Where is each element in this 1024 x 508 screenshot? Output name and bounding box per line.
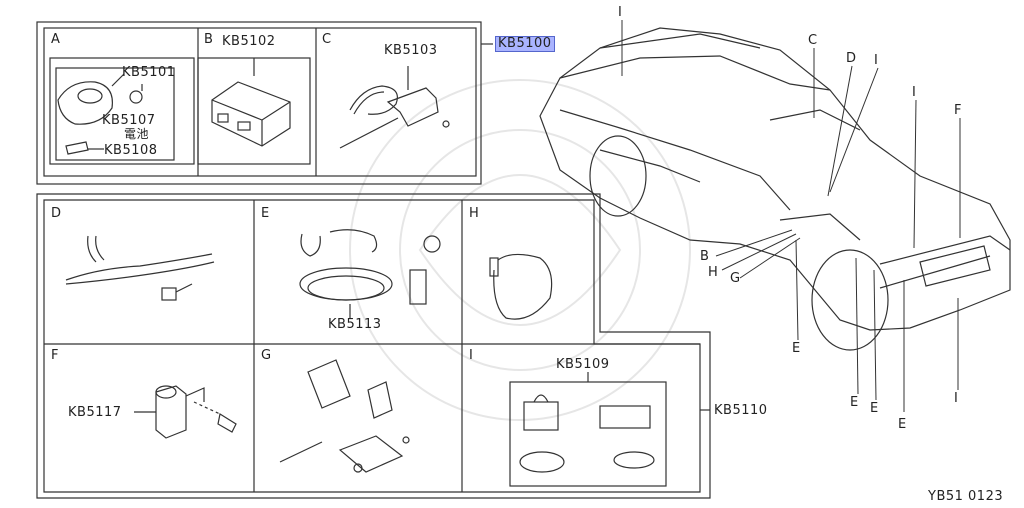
callout-e-3: E — [870, 401, 879, 416]
decal-kit-frame — [509, 381, 667, 487]
cell-g-letter: G — [261, 348, 272, 363]
panel-c-part[interactable]: KB5103 — [384, 43, 438, 58]
callout-leaders — [621, 20, 961, 412]
callout-i-front: I — [912, 85, 917, 100]
group-part-kb5110[interactable]: KB5110 — [714, 403, 768, 418]
cell-f-letter: F — [51, 348, 59, 363]
key-card-icon — [65, 141, 89, 155]
harness-kit-icon — [299, 229, 441, 305]
top-panel-frame — [36, 21, 482, 185]
callout-i-bumper: I — [954, 391, 959, 406]
cable-tie-icon — [489, 253, 553, 320]
callout-b: B — [700, 249, 710, 264]
callout-g: G — [730, 271, 741, 286]
watermark — [349, 79, 691, 421]
callout-i-hood: I — [874, 53, 879, 68]
panel-a-letter: A — [51, 32, 61, 47]
panel-c-letter: C — [322, 32, 332, 47]
cell-i-letter: I — [469, 348, 474, 363]
callout-c: C — [808, 33, 818, 48]
cell-d-letter: D — [51, 206, 62, 221]
group-part-kb5100[interactable]: KB5100 — [495, 36, 555, 52]
cell-h-letter: H — [469, 206, 480, 221]
callout-e-4: E — [898, 417, 907, 432]
battery-label: 電池 — [124, 127, 150, 141]
callout-e-2: E — [850, 395, 859, 410]
callout-d: D — [846, 51, 857, 66]
cell-i-part[interactable]: KB5109 — [556, 357, 610, 372]
footer-code: YB51 0123 — [928, 489, 1004, 504]
callout-e-1: E — [792, 341, 801, 356]
panel-b-part[interactable]: KB5102 — [222, 34, 276, 49]
cell-e-part[interactable]: KB5113 — [328, 317, 382, 332]
control-unit-icon — [211, 81, 291, 147]
antenna-harness-icon — [339, 85, 450, 149]
callout-h: H — [708, 265, 719, 280]
decal-kit-icon — [519, 394, 655, 473]
car-outline-icon — [539, 27, 1011, 351]
panel-b-letter: B — [204, 32, 214, 47]
battery-icon — [129, 90, 143, 104]
remote-keyfob-icon — [57, 73, 125, 125]
cell-e-letter: E — [261, 206, 270, 221]
callout-i-roof: I — [618, 5, 623, 20]
sub-part-kb5108[interactable]: KB5108 — [104, 143, 158, 158]
wire-harness-icon — [65, 235, 215, 301]
callout-f: F — [954, 103, 962, 118]
sensor-icon — [155, 385, 237, 439]
panel-a-inner — [49, 57, 195, 165]
cell-f-part[interactable]: KB5117 — [68, 405, 122, 420]
sub-part-kb5107[interactable]: KB5107 — [102, 113, 156, 128]
sub-part-kb5101[interactable]: KB5101 — [122, 65, 176, 80]
bottom-panel-frame — [36, 193, 711, 499]
bracket-switch-icon — [279, 359, 410, 473]
